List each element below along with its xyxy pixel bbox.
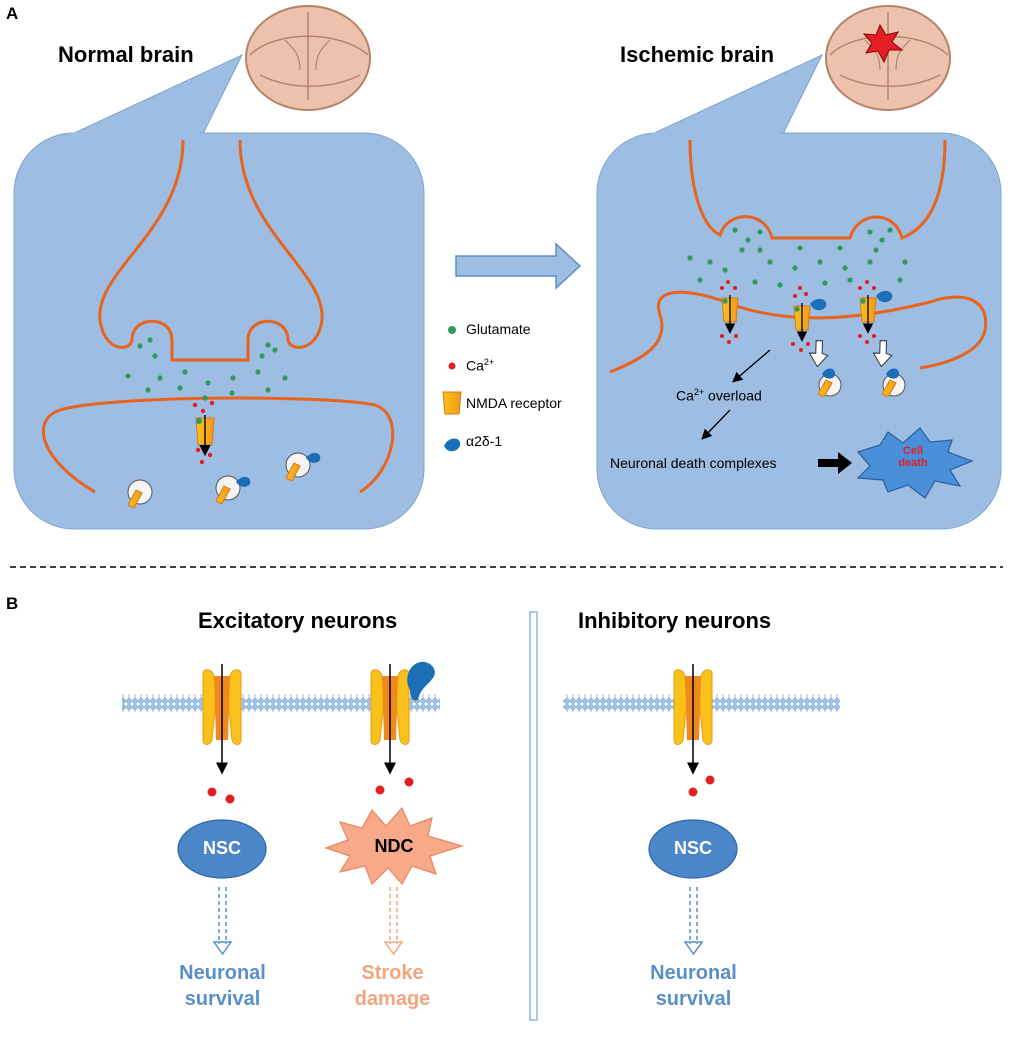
normal-brain-title: Normal brain xyxy=(58,42,194,67)
cell-death-label: Cell death xyxy=(898,445,928,469)
ischemic-glutamate-dots xyxy=(687,227,908,288)
legend-nmda: NMDA receptor xyxy=(466,395,562,411)
panel-b-divider xyxy=(529,611,538,1021)
ischemic-brain-icon xyxy=(825,5,951,111)
survival-arrow-2 xyxy=(689,887,698,944)
nsc-label-inhibitory: NSC xyxy=(673,838,712,858)
ischemic-vesicle-2 xyxy=(881,368,906,398)
ndc-label-burst: NDC xyxy=(374,836,414,856)
excitatory-membrane xyxy=(122,694,440,712)
nsc-ellipse-excitatory xyxy=(177,819,267,879)
panel-a-letter: A xyxy=(6,4,19,23)
nmda-receptor-normal xyxy=(195,415,215,457)
cell-death-burst xyxy=(856,427,974,499)
ndc-burst xyxy=(324,806,465,886)
receptor-excitatory-ndc xyxy=(370,661,435,795)
excitatory-title: Excitatory neurons xyxy=(198,608,398,633)
panel-b-letter: B xyxy=(6,594,19,613)
transition-arrow xyxy=(455,242,582,290)
normal-brain-icon xyxy=(245,5,371,111)
ndc-label: Neuronal death complexes xyxy=(610,455,777,471)
outcome-stroke-damage: Stroke damage xyxy=(354,962,431,1010)
receptor-excitatory-nsc xyxy=(202,664,242,804)
alpha2delta-1-icon xyxy=(407,661,435,701)
nsc-label-excitatory: NSC xyxy=(202,838,241,858)
normal-brain-panel xyxy=(13,53,425,530)
outcome-survival-excitatory: Neuronal survival xyxy=(179,962,266,1010)
infarct-star-icon xyxy=(862,23,904,64)
legend-glutamate: Glutamate xyxy=(466,321,531,337)
ca-overload-label: Ca2+ overload xyxy=(676,387,762,404)
ischemic-brain-panel xyxy=(596,53,1002,530)
legend-alpha2delta: α2δ-1 xyxy=(466,433,503,449)
vesicle-3 xyxy=(285,452,321,482)
glutamate-dots xyxy=(125,337,288,401)
legend-icons xyxy=(442,326,462,452)
trafficking-arrows xyxy=(808,340,893,368)
outcome-survival-inhibitory: Neuronal survival xyxy=(650,962,737,1010)
nsc-ellipse-inhibitory xyxy=(648,819,738,879)
ndc-to-death-arrow xyxy=(818,452,852,474)
ischemic-receptor-1 xyxy=(720,280,739,344)
receptor-inhibitory-nsc xyxy=(673,664,715,797)
survival-arrow-1 xyxy=(218,887,227,944)
damage-arrow xyxy=(389,887,398,944)
ischemic-receptor-2 xyxy=(791,286,827,352)
inhibitory-title: Inhibitory neurons xyxy=(578,608,772,633)
ischemic-brain-title: Ischemic brain xyxy=(620,42,775,67)
ischemic-vesicle-1 xyxy=(817,368,842,398)
legend-calcium: Ca2+ xyxy=(466,357,495,374)
vesicle-1 xyxy=(127,479,153,509)
vesicle-2 xyxy=(215,475,251,505)
ischemic-receptor-3 xyxy=(858,280,893,344)
